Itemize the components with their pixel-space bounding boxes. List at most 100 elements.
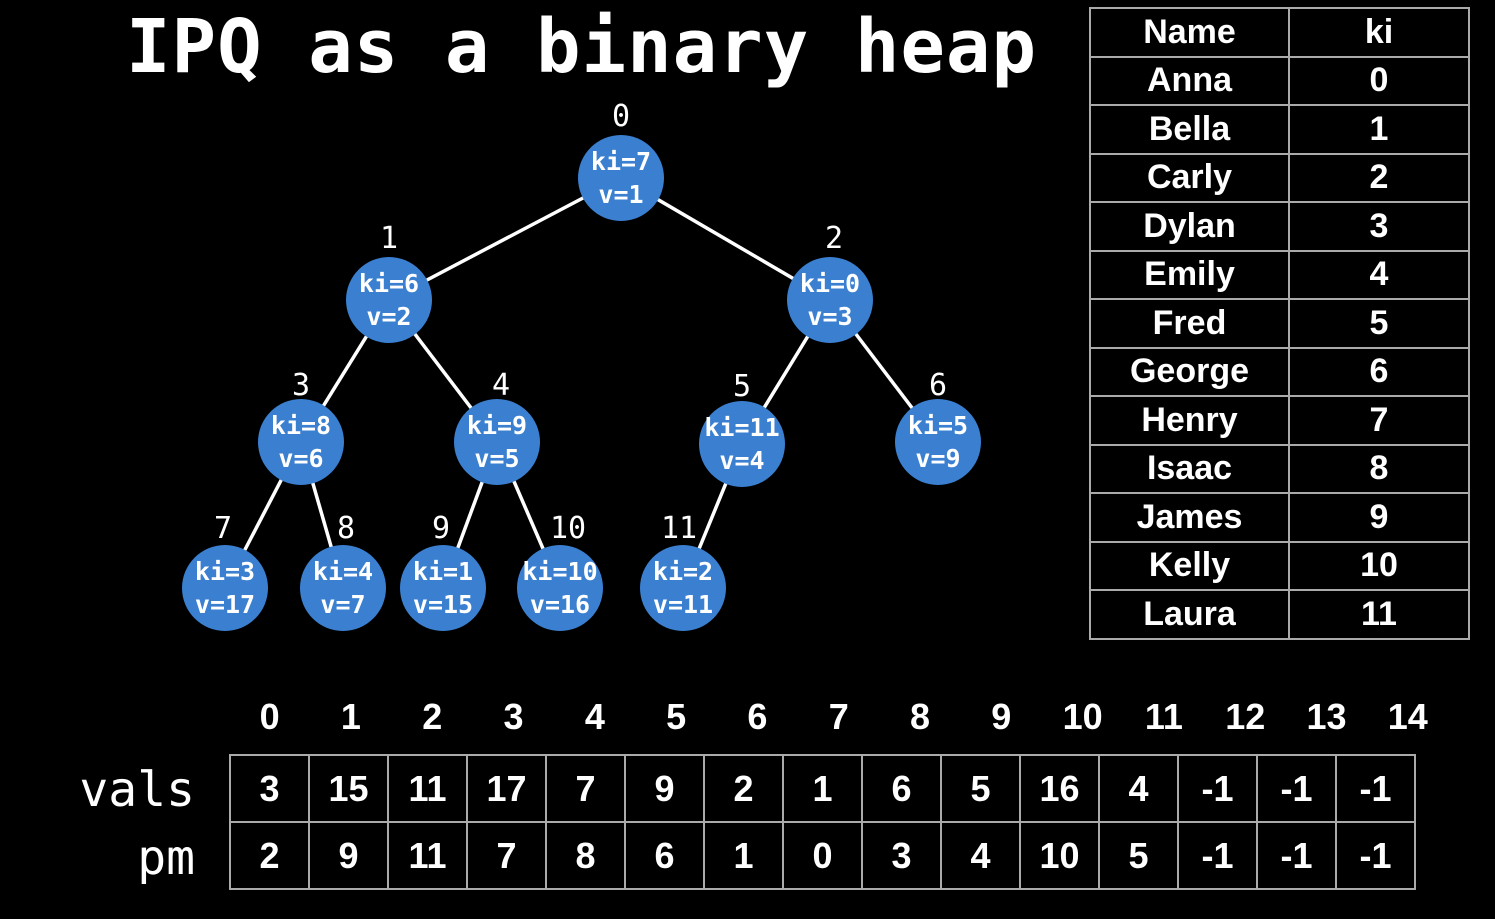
node-key-index: ki=0	[800, 269, 860, 298]
vals-cell: 5	[940, 754, 1021, 823]
heap-node: ki=11 v=4 5	[699, 369, 785, 487]
node-key-index: ki=2	[653, 557, 713, 586]
node-key-index: ki=5	[908, 411, 968, 440]
name-cell: Laura	[1089, 589, 1290, 640]
node-key-index: ki=3	[195, 557, 255, 586]
pm-cell: 11	[387, 821, 468, 890]
array-index: 9	[991, 696, 1012, 737]
name-cell: George	[1089, 346, 1290, 397]
ki-cell: 0	[1288, 55, 1470, 106]
name-cell: James	[1089, 492, 1290, 543]
array-index: 1	[340, 696, 361, 737]
node-circle	[346, 257, 432, 343]
name-cell: Emily	[1089, 249, 1290, 300]
ki-cell: 11	[1288, 589, 1470, 640]
node-position-index: 0	[612, 99, 630, 134]
heap-node: ki=4v=78	[300, 511, 386, 631]
node-key-index: ki=1	[413, 557, 473, 586]
node-key-index: ki=11	[704, 413, 779, 442]
vals-cell: -1	[1177, 754, 1258, 823]
vals-cell: 3	[229, 754, 310, 823]
heap-node: ki=10 v=16 10	[517, 511, 603, 631]
node-value: v=15	[413, 590, 473, 619]
node-position-index: 4	[492, 368, 510, 403]
pm-cell: 10	[1019, 821, 1100, 890]
node-value: v=4	[719, 446, 764, 475]
array-index: 5	[666, 696, 687, 737]
heap-node: ki=8v=63	[258, 368, 344, 485]
heap-node: ki=5v=96	[895, 368, 981, 485]
vals-cell: -1	[1335, 754, 1416, 823]
array-index: 12	[1225, 696, 1266, 737]
ki-cell: 1	[1288, 104, 1470, 155]
vals-cell: -1	[1256, 754, 1337, 823]
array-index: 0	[259, 696, 280, 737]
node-position-index: 2	[825, 221, 843, 256]
node-circle	[300, 545, 386, 631]
name-column-header: Name	[1089, 7, 1290, 58]
name-cell: Anna	[1089, 55, 1290, 106]
node-circle	[258, 399, 344, 485]
pm-cell: 6	[624, 821, 705, 890]
heap-tree: ki=7v=10ki=6v=21ki=0v=32ki=8v=63ki=9v=54…	[182, 99, 981, 631]
node-key-index: ki=4	[313, 557, 373, 586]
array-index: 11	[1144, 696, 1183, 737]
ki-cell: 9	[1288, 492, 1470, 543]
node-position-index: 6	[929, 368, 947, 403]
vals-cell: 1	[782, 754, 863, 823]
node-key-index: ki=10	[522, 557, 597, 586]
node-value: v=16	[530, 590, 590, 619]
pm-cell: 8	[545, 821, 626, 890]
node-value: v=6	[278, 444, 323, 473]
array-index: 13	[1306, 696, 1347, 737]
vals-cell: 2	[703, 754, 784, 823]
vals-row-label: vals	[79, 762, 195, 818]
vals-cell: 4	[1098, 754, 1179, 823]
node-position-index: 8	[337, 511, 355, 546]
node-circle	[699, 401, 785, 487]
node-value: v=5	[474, 444, 519, 473]
node-key-index: ki=6	[359, 269, 419, 298]
node-position-index: 10	[550, 511, 586, 546]
node-value: v=1	[598, 180, 643, 209]
name-cell: Carly	[1089, 152, 1290, 203]
node-circle	[895, 399, 981, 485]
heap-node: ki=1 v=15 9	[400, 511, 486, 631]
pm-row-label: pm	[137, 830, 195, 886]
ki-column-header: ki	[1288, 7, 1470, 58]
tree-edge	[388, 176, 622, 302]
heap-node: ki=0v=32	[787, 221, 873, 343]
pm-cell: 1	[703, 821, 784, 890]
node-circle	[182, 545, 268, 631]
node-value: v=17	[195, 590, 255, 619]
array-index: 10	[1062, 696, 1103, 737]
ki-cell: 5	[1288, 298, 1470, 349]
pm-cell: -1	[1335, 821, 1416, 890]
array-index: 6	[747, 696, 768, 737]
name-cell: Bella	[1089, 104, 1290, 155]
pm-cell: -1	[1177, 821, 1258, 890]
array-index: 7	[828, 696, 849, 737]
vals-cell: 6	[861, 754, 942, 823]
heap-node: ki=7v=10	[578, 99, 664, 221]
node-position-index: 9	[432, 511, 450, 546]
node-circle	[454, 399, 540, 485]
vals-cell: 17	[466, 754, 547, 823]
node-circle	[517, 545, 603, 631]
node-position-index: 5	[733, 369, 751, 404]
node-value: v=11	[653, 590, 713, 619]
ki-cell: 7	[1288, 395, 1470, 446]
